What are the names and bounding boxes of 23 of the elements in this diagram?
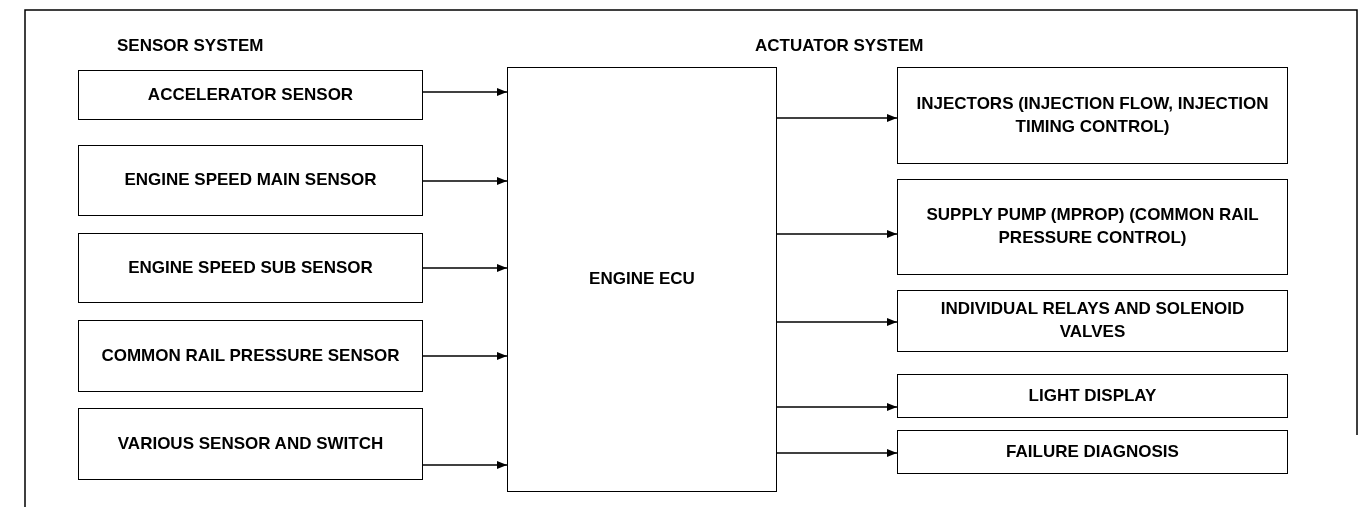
sensor-box: VARIOUS SENSOR AND SWITCH <box>78 408 423 480</box>
actuator-box: INJECTORS (INJECTION FLOW, INJECTION TIMING CONTROL) <box>897 67 1288 164</box>
actuator-box: LIGHT DISPLAY <box>897 374 1288 418</box>
sensor-box: COMMON RAIL PRESSURE SENSOR <box>78 320 423 392</box>
section-heading: ACTUATOR SYSTEM <box>755 36 924 56</box>
actuator-box: SUPPLY PUMP (MPROP) (COMMON RAIL PRESSURE CONTROL) <box>897 179 1288 275</box>
section-heading: SENSOR SYSTEM <box>117 36 264 56</box>
arrow <box>422 177 508 185</box>
arrow <box>422 264 508 272</box>
actuator-box: FAILURE DIAGNOSIS <box>897 430 1288 474</box>
sensor-box: ENGINE SPEED MAIN SENSOR <box>78 145 423 216</box>
arrow <box>422 461 508 469</box>
arrow <box>776 318 898 326</box>
arrow <box>422 352 508 360</box>
arrow <box>776 449 898 457</box>
arrow <box>776 403 898 411</box>
arrow <box>422 88 508 96</box>
actuator-box: INDIVIDUAL RELAYS AND SOLENOID VALVES <box>897 290 1288 352</box>
sensor-box: ACCELERATOR SENSOR <box>78 70 423 120</box>
arrow <box>776 230 898 238</box>
arrow <box>776 114 898 122</box>
ecu-box: ENGINE ECU <box>507 67 777 492</box>
sensor-box: ENGINE SPEED SUB SENSOR <box>78 233 423 303</box>
